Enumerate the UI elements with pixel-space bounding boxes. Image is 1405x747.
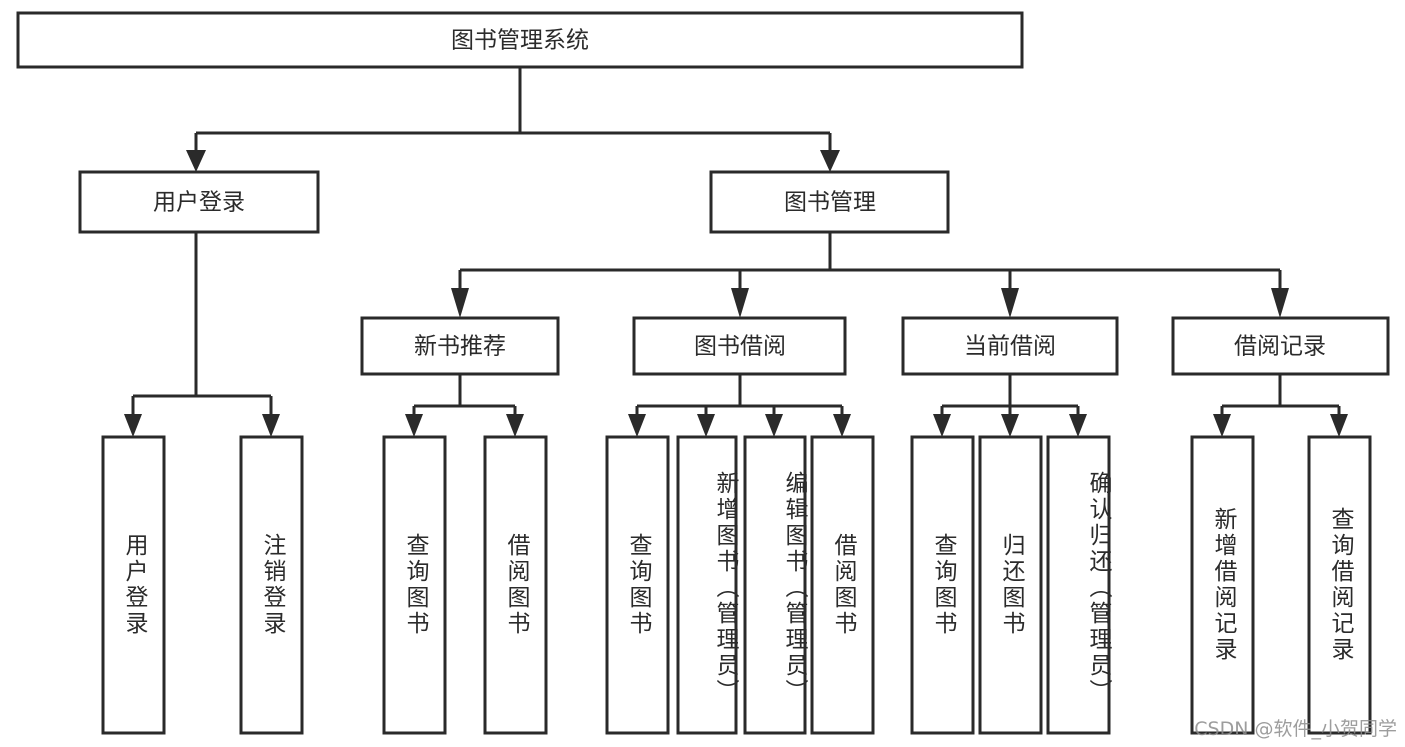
arrow-head-leaf-query-book-1 <box>405 414 423 437</box>
arrow-head-leaf-query-record <box>1330 414 1348 437</box>
node-leaf-borrow-book-1-box[interactable] <box>483 435 548 735</box>
arrow-head-leaf-query-book-3 <box>933 414 951 437</box>
node-leaf-query-record-box[interactable] <box>1307 435 1372 735</box>
node-leaf-query-book-1-box[interactable] <box>382 435 447 735</box>
node-borrow-record-label: 借阅记录 <box>1234 334 1326 360</box>
node-root-box[interactable] <box>16 11 1024 69</box>
node-book-manage-box[interactable] <box>709 170 950 234</box>
connector-group-root <box>186 67 840 172</box>
arrow-head-borrow-record <box>1271 288 1289 318</box>
node-user-login-box[interactable] <box>78 170 320 234</box>
node-user-login-label: 用户登录 <box>153 190 245 216</box>
node-leaf-query-book-2-box[interactable] <box>605 435 670 735</box>
arrow-head-leaf-return-book <box>1001 414 1019 437</box>
node-leaf-return-book-box[interactable] <box>978 435 1043 735</box>
node-leaf-user-login-box[interactable] <box>101 435 166 735</box>
arrow-head-book-borrow <box>731 288 749 318</box>
csdn-watermark: CSDN @软件_小贺同学 <box>1194 718 1397 740</box>
connector-group-borrow-record <box>1213 374 1348 437</box>
arrow-head-leaf-borrow-book-2 <box>833 414 851 437</box>
arrow-head-leaf-borrow-book-1 <box>506 414 524 437</box>
arrow-head-leaf-query-book-2 <box>628 414 646 437</box>
node-leaf-confirm-return-box[interactable] <box>1046 435 1111 735</box>
arrow-head-user-login <box>186 150 206 172</box>
arrow-head-leaf-user-login <box>124 414 142 437</box>
connector-group-new-book-rec <box>405 374 524 437</box>
connector-group-book-borrow <box>628 374 851 437</box>
arrow-head-book-manage <box>820 150 840 172</box>
arrow-head-leaf-logout <box>262 414 280 437</box>
arrow-head-leaf-add-record <box>1213 414 1231 437</box>
node-book-manage-label: 图书管理 <box>784 190 876 216</box>
node-leaf-edit-book-box[interactable] <box>743 435 807 735</box>
node-leaf-borrow-book-2-box[interactable] <box>810 435 875 735</box>
node-new-book-rec-label: 新书推荐 <box>414 334 506 360</box>
arrow-head-leaf-confirm-return <box>1069 414 1087 437</box>
node-leaf-add-record-box[interactable] <box>1190 435 1255 735</box>
node-current-borrow-box[interactable] <box>901 316 1119 376</box>
node-root-label: 图书管理系统 <box>451 28 589 54</box>
arrow-head-current-borrow <box>1001 288 1019 318</box>
node-new-book-rec-box[interactable] <box>360 316 560 376</box>
node-book-borrow-box[interactable] <box>632 316 847 376</box>
node-borrow-record-box[interactable] <box>1171 316 1390 376</box>
node-book-borrow-label: 图书借阅 <box>694 334 786 360</box>
node-current-borrow-label: 当前借阅 <box>964 334 1056 360</box>
connector-group-user-login <box>124 232 280 437</box>
node-leaf-logout-box[interactable] <box>239 435 304 735</box>
node-leaf-add-book-box[interactable] <box>676 435 738 735</box>
connector-group-current-borrow <box>933 374 1087 437</box>
node-leaf-query-book-3-box[interactable] <box>910 435 975 735</box>
connector-group-book-manage <box>451 232 1289 318</box>
arrow-head-leaf-add-book <box>697 414 715 437</box>
arrow-head-leaf-edit-book <box>765 414 783 437</box>
arrow-head-new-book-rec <box>451 288 469 318</box>
